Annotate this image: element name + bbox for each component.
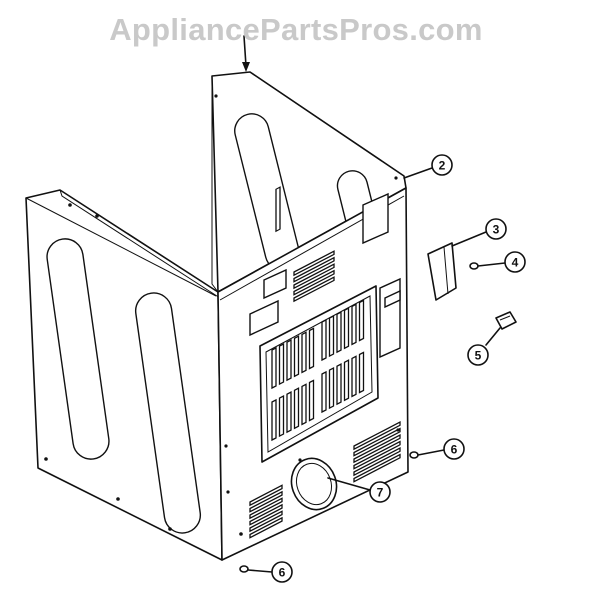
- vent-slot: [301, 383, 307, 426]
- vent-slot: [351, 355, 357, 398]
- callout-2: 2: [403, 154, 453, 179]
- vent-slot: [343, 359, 350, 402]
- vent-slot: [249, 503, 283, 526]
- vent-slot: [336, 363, 342, 406]
- vent-slot: [293, 263, 335, 290]
- vent-slot: [353, 434, 401, 464]
- vent-slot: [353, 447, 401, 477]
- vent-slot: [353, 427, 401, 457]
- vent-slot: [278, 342, 285, 386]
- vent-slot: [249, 484, 283, 507]
- callout-3: 3: [451, 218, 507, 247]
- bracket-part-3: [427, 242, 457, 301]
- svg-text:2: 2: [439, 159, 446, 173]
- svg-text:5: 5: [475, 349, 482, 363]
- vent-slot: [343, 307, 350, 350]
- rear-vent-slots: [249, 250, 401, 539]
- vent-slot: [249, 510, 283, 533]
- left-side-panel: [25, 189, 223, 561]
- vent-slot: [328, 366, 335, 410]
- vent-slot: [353, 440, 401, 470]
- vent-slot: [351, 303, 357, 346]
- svg-text:6: 6: [451, 443, 458, 457]
- vent-slot: [301, 331, 307, 374]
- vent-slot: [286, 391, 292, 434]
- clip-part-5: [495, 311, 517, 330]
- vent-slot: [286, 339, 292, 382]
- callout-4: 4: [477, 251, 526, 273]
- vent-slot: [321, 370, 327, 414]
- vent-slot: [271, 346, 277, 390]
- svg-text:4: 4: [512, 256, 519, 270]
- vent-slot: [328, 314, 335, 358]
- vent-slot: [293, 387, 300, 430]
- vent-slot: [293, 335, 300, 378]
- vent-slot: [249, 497, 283, 520]
- vent-slot: [321, 318, 327, 362]
- vent-slot: [336, 311, 342, 354]
- vent-slot: [293, 250, 335, 277]
- vent-slot: [293, 256, 335, 283]
- vent-slot: [249, 490, 283, 513]
- vent-slot: [358, 299, 365, 342]
- svg-text:3: 3: [493, 223, 500, 237]
- callout-5: 5: [467, 327, 501, 366]
- vent-slot: [271, 398, 277, 442]
- screw-part-6-bottom: [239, 565, 249, 573]
- svg-text:6: 6: [279, 566, 286, 580]
- vent-slot: [293, 269, 335, 296]
- callout-6-right: 6: [417, 438, 465, 460]
- rear-panel: [217, 186, 409, 561]
- vent-slot: [278, 394, 285, 438]
- vent-slot: [358, 351, 365, 394]
- right-side-panel: [211, 71, 407, 293]
- vent-slot: [308, 379, 315, 422]
- svg-text:7: 7: [377, 486, 384, 500]
- vent-slot: [353, 421, 401, 451]
- watermark-text: AppliancePartsPros.com: [109, 12, 483, 47]
- vent-slot: [353, 453, 401, 483]
- callout-1-pointer: [242, 35, 250, 72]
- screw-part-6-right: [409, 451, 419, 459]
- vent-slot: [249, 516, 283, 539]
- rear-lower-features: [224, 428, 400, 536]
- vent-slot: [293, 276, 335, 303]
- vent-slot: [308, 327, 315, 370]
- vent-group-upper-left: [275, 186, 281, 233]
- screw-part-4: [469, 262, 479, 270]
- callout-7: 7: [327, 477, 391, 503]
- callout-6-bottom: 6: [247, 561, 293, 583]
